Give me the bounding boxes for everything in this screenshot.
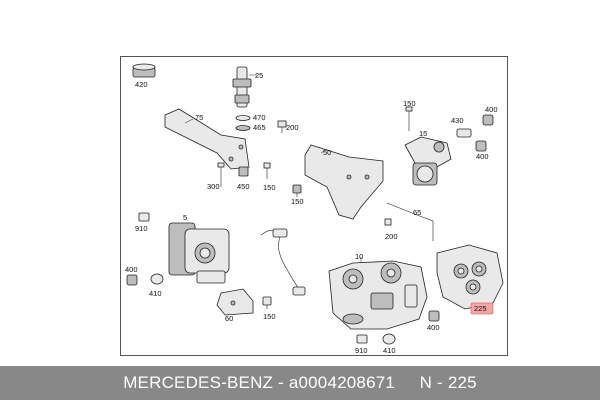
part-400-plug-d: 400 (427, 310, 440, 332)
part-400-plug-a: 400 (482, 105, 498, 126)
callout-450: 450 (237, 182, 250, 191)
part-150-bolt-c: 150 (291, 184, 304, 206)
callout-410-a: 410 (149, 289, 162, 298)
part-150-bolt-b: 150 (403, 99, 416, 131)
part-400-plug-c: 400 (125, 265, 138, 286)
part-75-bracket: 75 (164, 108, 250, 170)
callout-150-b: 150 (403, 99, 416, 108)
callout-25: 25 (255, 71, 263, 80)
callout-15: 15 (419, 129, 427, 138)
part-15-valve: 15 (404, 129, 452, 186)
callout-65: 65 (413, 208, 421, 217)
highlight-tag-225: 225 (470, 302, 494, 315)
part-65-line: 65 200 (384, 202, 434, 241)
part-air-pipe (260, 228, 306, 296)
callout-400-d: 400 (427, 323, 440, 332)
callout-470: 470 (253, 113, 266, 122)
part-150-bolt-a: 150 (263, 162, 276, 192)
part-25-valve: 25 470 465 200 (232, 66, 299, 133)
part-10-valve-block: 10 (328, 252, 428, 330)
callout-10: 10 (355, 252, 363, 261)
part-910-plug-a: 910 (135, 212, 150, 233)
callout-200-lower: 200 (385, 232, 398, 241)
callout-410-b: 410 (383, 346, 396, 355)
part-430-fitting: 430 (451, 116, 472, 138)
callout-400-c: 400 (125, 265, 138, 274)
callout-910-b: 910 (355, 346, 368, 355)
callout-300: 300 (207, 182, 220, 191)
parts-diagram-frame: 420 25 470 465 200 75 (120, 56, 508, 356)
part-910-plug-b: 910 (355, 334, 368, 355)
callout-430: 430 (451, 116, 464, 125)
part-225-valve-block: 225 (436, 244, 504, 315)
callout-150-c: 150 (291, 197, 304, 206)
part-400-plug-b: 400 (475, 140, 489, 161)
callout-400-b: 400 (476, 152, 489, 161)
footer-part-number: MERCEDES-BENZ - a0004208671 N - 225 (123, 373, 477, 392)
callout-150-a: 150 (263, 183, 276, 192)
callout-60: 60 (225, 314, 233, 323)
callout-200-upper: 200 (286, 123, 299, 132)
callout-400-a: 400 (485, 105, 498, 114)
callout-910-a: 910 (135, 224, 148, 233)
part-420-bushing: 420 (132, 63, 156, 89)
callout-50: 50 (323, 148, 331, 157)
callout-465: 465 (253, 123, 266, 132)
part-300-bolt: 300 (207, 162, 225, 191)
callout-150-d: 150 (263, 312, 276, 321)
part-410-ring-b: 410 (382, 333, 396, 355)
callout-420: 420 (135, 80, 148, 89)
callout-75: 75 (195, 113, 203, 122)
parts-diagram: 420 25 470 465 200 75 (125, 63, 504, 355)
part-5-valve-unit: 5 (168, 213, 230, 284)
part-50-mounting-plate: 50 (304, 144, 384, 220)
callout-225: 225 (474, 304, 487, 313)
part-150-bolt-d: 150 (262, 296, 276, 321)
footer-bar: MERCEDES-BENZ - a0004208671 N - 225 (0, 366, 600, 400)
part-60-bracket: 60 (216, 288, 254, 323)
callout-5: 5 (183, 213, 187, 222)
part-410-ring-a: 410 (149, 273, 164, 298)
part-450-nut: 450 (237, 166, 250, 191)
